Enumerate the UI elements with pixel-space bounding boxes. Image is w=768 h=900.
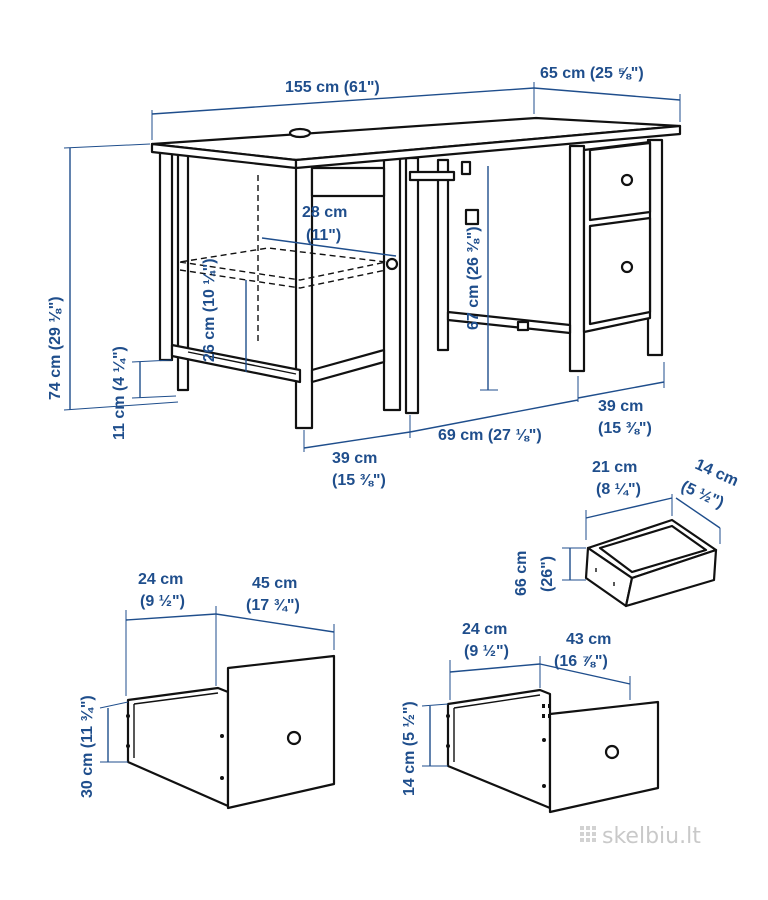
middle-section-label: 69 cm (27 ⅛") xyxy=(438,427,542,444)
right-section-cm-label: 39 cm xyxy=(598,398,643,415)
medium-drawer-dimension-lines xyxy=(421,656,631,767)
small-drawer-dimension-lines xyxy=(562,494,721,581)
shelf-depth-in-label: (11") xyxy=(306,227,341,244)
small-drawer-height-in-label: (26") xyxy=(539,556,556,592)
shelf-depth-cm-label: 28 cm xyxy=(302,204,347,221)
large-drawer-illustration xyxy=(126,654,336,810)
foot-height-label: 11 cm (4 ¼") xyxy=(111,346,128,440)
watermark-logo-icon xyxy=(580,826,596,842)
desk-dimension-lines xyxy=(63,82,681,452)
medium-drawer-depth-in-label: (16 ⅞") xyxy=(554,653,608,670)
small-drawer-width-in-label: (8 ¼") xyxy=(596,481,641,498)
desk-height-label: 74 cm (29 ⅛") xyxy=(47,296,64,400)
medium-drawer-depth-cm-label: 43 cm xyxy=(566,631,611,648)
left-section-cm-label: 39 cm xyxy=(332,450,377,467)
small-drawer-width-cm-label: 21 cm xyxy=(592,459,637,476)
large-drawer-height-label: 30 cm (11 ¾") xyxy=(79,695,96,798)
large-drawer-dimension-lines xyxy=(99,606,335,763)
large-drawer-width-in-label: (9 ½") xyxy=(140,593,185,610)
watermark-text: skelbiu.lt xyxy=(602,824,701,849)
large-drawer-width-cm-label: 24 cm xyxy=(138,571,183,588)
medium-drawer-illustration xyxy=(446,688,660,814)
shelf-clearance-label: 26 cm (10 ¼") xyxy=(201,258,218,362)
small-drawer-height-cm-label: 66 cm xyxy=(513,551,530,596)
left-section-in-label: (15 ⅜") xyxy=(332,472,386,489)
medium-drawer-height-label: 14 cm (5 ½") xyxy=(401,701,418,796)
small-drawer-illustration xyxy=(584,518,718,608)
medium-drawer-width-in-label: (9 ½") xyxy=(464,643,509,660)
large-drawer-depth-cm-label: 45 cm xyxy=(252,575,297,592)
medium-drawer-width-cm-label: 24 cm xyxy=(462,621,507,638)
desk-illustration xyxy=(150,116,682,430)
desk-depth-label: 65 cm (25 ⅝") xyxy=(540,65,644,82)
desk-width-label: 155 cm (61") xyxy=(285,79,380,96)
right-section-in-label: (15 ⅜") xyxy=(598,420,652,437)
knee-height-label: 67 cm (26 ⅜") xyxy=(465,226,482,330)
large-drawer-depth-in-label: (17 ¾") xyxy=(246,597,300,614)
watermark: skelbiu.lt xyxy=(580,824,701,849)
